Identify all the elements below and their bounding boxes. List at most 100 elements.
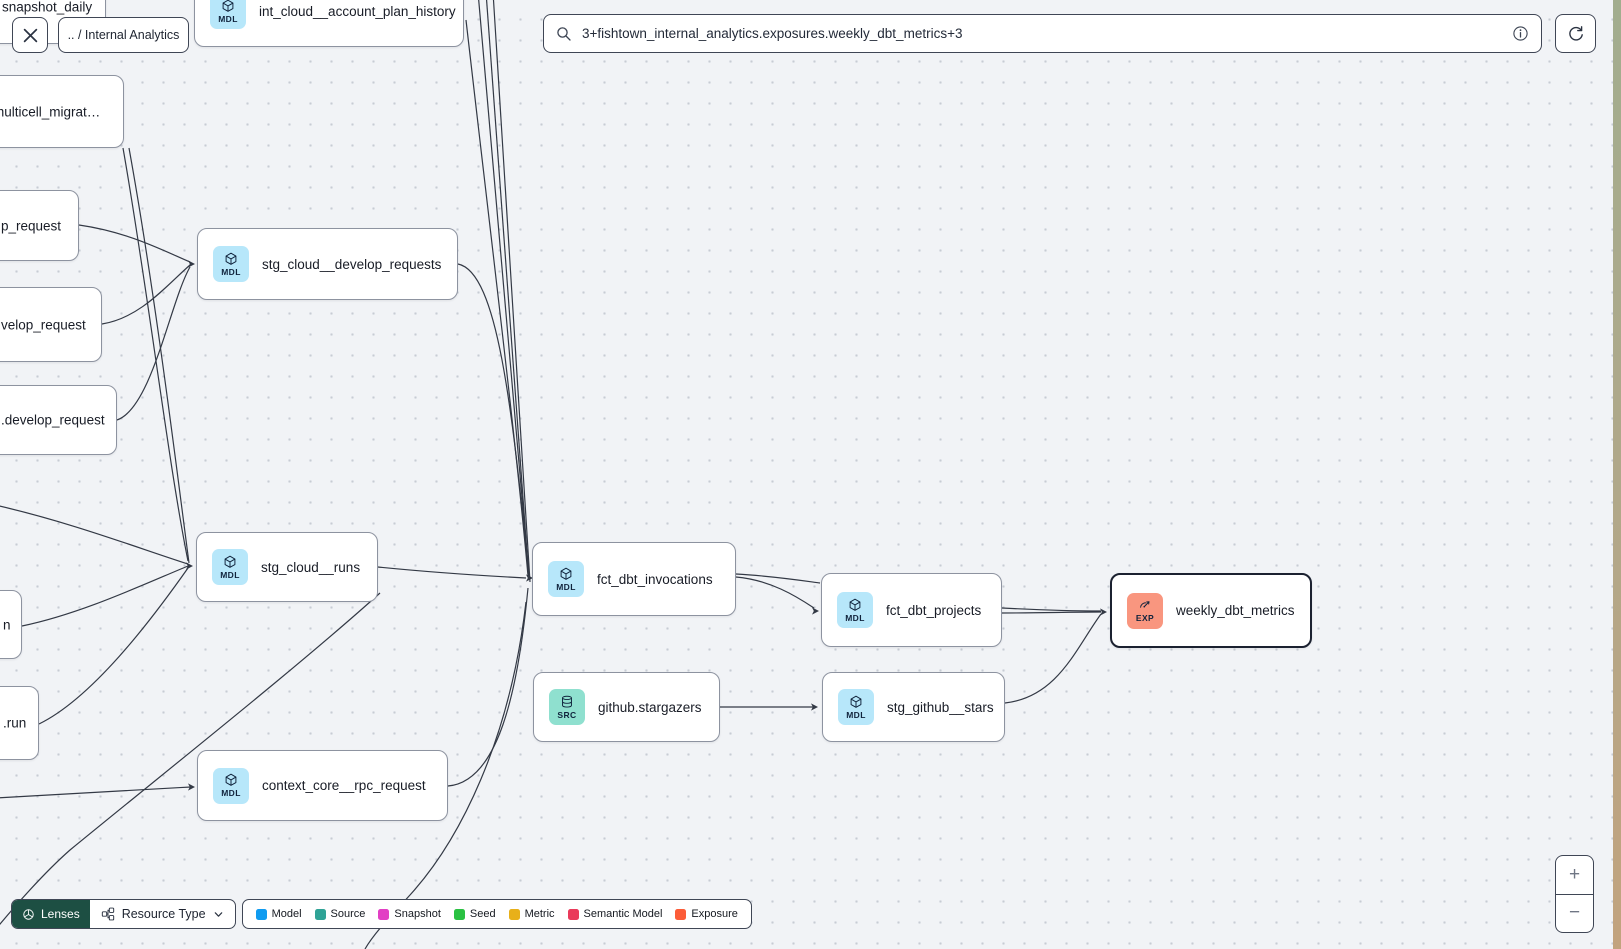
- legend-item-seed: Seed: [453, 908, 496, 920]
- legend-item-snapshot: Snapshot: [378, 908, 441, 920]
- legend-label: Seed: [469, 908, 496, 920]
- legend-item-semantic-model: Semantic Model: [567, 908, 663, 920]
- node-title: p_request: [1, 218, 62, 233]
- zoom-out-button[interactable]: −: [1568, 902, 1581, 924]
- legend-swatch: [453, 908, 465, 920]
- graph-node-multicell_migrat[interactable]: multicell_migrat…: [0, 75, 124, 148]
- graph-node-fct_dbt_projects[interactable]: MDL fct_dbt_projects: [821, 573, 1002, 647]
- zoom-in-button[interactable]: +: [1568, 863, 1581, 885]
- legend-label: Snapshot: [394, 908, 441, 920]
- gauge-icon: [1140, 601, 1150, 608]
- graph-node-stg_cloud__runs[interactable]: MDL stg_cloud__runs: [196, 532, 378, 602]
- node-badge-src: SRC: [549, 689, 585, 725]
- graph-node-fct_dbt_invocations[interactable]: MDL fct_dbt_invocations: [532, 542, 736, 616]
- node-title: n: [3, 617, 11, 632]
- edge-arrowhead: [186, 562, 193, 570]
- chevron-down-icon: [214, 911, 222, 917]
- search-input[interactable]: [582, 26, 1502, 41]
- legend-swatch: [508, 908, 520, 920]
- badge-label: EXP: [1135, 613, 1155, 623]
- graph-node-develop_request[interactable]: .develop_request: [0, 385, 117, 455]
- edge-develop_request-to-stg_cloud__develop_requests: [116, 266, 191, 421]
- node-title: context_core__rpc_request: [262, 778, 426, 793]
- badge-label: MDL: [220, 569, 240, 580]
- node-badge-mdl: MDL: [837, 592, 873, 628]
- legend-swatch: [567, 908, 579, 920]
- graph-node-velop_request[interactable]: velop_request: [0, 287, 102, 362]
- node-title: .develop_request: [1, 412, 105, 428]
- legend-swatch: [314, 908, 326, 920]
- cube-icon: [225, 773, 237, 786]
- edge-arrowhead: [811, 703, 818, 711]
- badge-label: MDL: [556, 581, 576, 592]
- graph-node-op_request[interactable]: p_request: [0, 190, 79, 261]
- node-title: fct_dbt_invocations: [597, 571, 713, 587]
- legend-item-source: Source: [314, 908, 365, 920]
- legend-swatch: [255, 908, 267, 920]
- graph-node-n_partial[interactable]: n: [0, 590, 22, 659]
- search-bar[interactable]: [543, 14, 1542, 53]
- breadcrumb[interactable]: .. / Internal Analytics: [58, 17, 189, 53]
- edge-arrowhead: [1100, 608, 1107, 616]
- edge-fct_dbt_projects-to-weekly_dbt_metrics: [1001, 611, 1102, 614]
- close-button[interactable]: [12, 17, 48, 53]
- info-icon[interactable]: [1512, 25, 1529, 42]
- desktop-background-strip: [1613, 0, 1621, 949]
- edge-offscreen-left-to-context_core__rpc_request: [0, 786, 192, 799]
- graph-node-github.stargazers[interactable]: SRC github.stargazers: [533, 672, 720, 742]
- edge-op_request-to-stg_cloud__develop_requests: [78, 224, 191, 263]
- legend-label: Exposure: [691, 908, 738, 920]
- lenses-button[interactable]: Lenses: [12, 900, 90, 928]
- zoom-divider: [1556, 893, 1593, 895]
- cube-icon: [850, 695, 862, 708]
- legend-item-model: Model: [255, 908, 302, 920]
- legend-label: Semantic Model: [583, 908, 663, 920]
- cube-icon: [225, 252, 237, 265]
- node-title: velop_request: [1, 317, 86, 332]
- cube-icon: [849, 598, 861, 611]
- cube-icon: [224, 555, 236, 568]
- edge-offscreen-top-to-fct_dbt_invocations: [478, 0, 530, 579]
- lenses-label: Lenses: [41, 907, 80, 921]
- graph-node-context_core__rpc_request[interactable]: MDL context_core__rpc_request: [197, 750, 448, 821]
- badge-label: SRC: [557, 709, 577, 720]
- resource-type-dropdown[interactable]: Resource Type: [90, 900, 235, 928]
- edge-int_cloud__account_plan_history-to-fct_dbt_invocations: [465, 19, 529, 577]
- edge-fct_dbt_projects-to-weekly_dbt_metrics: [1001, 607, 1102, 612]
- breadcrumb-label: .. / Internal Analytics: [67, 28, 180, 42]
- node-title: github.stargazers: [598, 699, 702, 715]
- edge-run_partial-to-stg_cloud__runs: [38, 567, 189, 725]
- edge-offscreen-left-to-stg_cloud__runs: [0, 505, 189, 565]
- edge-arrowhead: [526, 574, 533, 582]
- edge-arrowhead: [188, 260, 195, 268]
- aperture-icon: [23, 908, 34, 920]
- legend-swatch: [675, 908, 687, 920]
- edge-stg_cloud__runs-to-offscreen-bottom-left: [0, 592, 381, 925]
- badge-label: MDL: [221, 788, 241, 798]
- node-badge-exp: EXP: [1127, 592, 1163, 629]
- edge-offscreen-top-to-fct_dbt_invocations: [492, 0, 531, 583]
- node-title: fct_dbt_projects: [886, 602, 982, 618]
- badge-label: MDL: [845, 612, 865, 623]
- node-badge-mdl: MDL: [212, 549, 248, 585]
- edge-context_core__rpc_request-to-fct_dbt_invocations: [447, 587, 529, 787]
- badge-label: MDL: [221, 266, 241, 277]
- node-badge-mdl: MDL: [548, 561, 584, 597]
- hierarchy-icon: [101, 907, 114, 921]
- legend-label: Metric: [524, 908, 555, 920]
- node-title: stg_cloud__runs: [261, 559, 361, 575]
- edge-velop_request-to-stg_cloud__develop_requests: [101, 264, 191, 325]
- graph-node-run_partial[interactable]: .run: [0, 686, 39, 760]
- search-icon: [557, 26, 571, 41]
- refresh-icon: [1568, 25, 1583, 41]
- edge-n_partial-to-stg_cloud__runs: [21, 565, 189, 627]
- refresh-button[interactable]: [1555, 14, 1596, 53]
- node-badge-mdl: MDL: [210, 0, 246, 29]
- node-title: stg_github__stars: [887, 699, 994, 715]
- legend-item-metric: Metric: [508, 908, 555, 920]
